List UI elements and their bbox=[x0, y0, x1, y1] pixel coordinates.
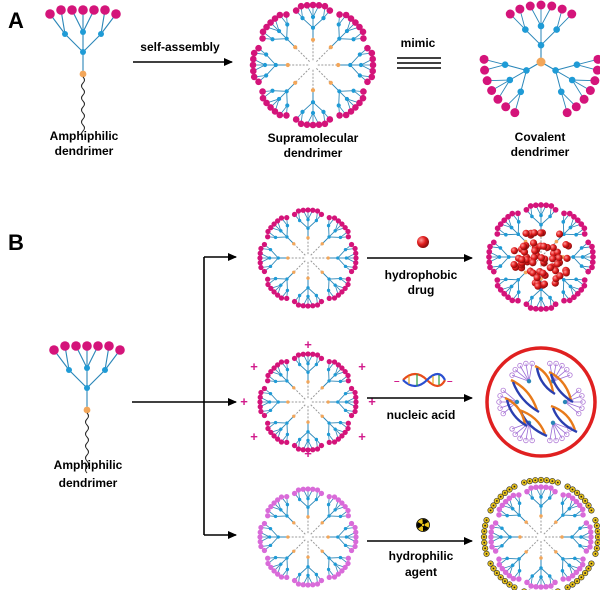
panel-b-label: B bbox=[8, 230, 24, 255]
drug-loaded-micelle bbox=[486, 202, 596, 312]
supramolecular-dendrimer-a bbox=[249, 1, 377, 129]
nucleic-acid-complex bbox=[485, 346, 597, 458]
supramolecular-caption-line2: dendrimer bbox=[284, 146, 343, 160]
mimic-equivalence-icon bbox=[397, 57, 441, 69]
amphiphilic-caption-b-line1: Amphiphilic bbox=[54, 458, 123, 472]
covalent-caption-line1: Covalent bbox=[515, 130, 566, 144]
covalent-caption-line2: dendrimer bbox=[511, 145, 570, 159]
svg-text:+: + bbox=[368, 394, 376, 409]
hydrophobic-drug-label-line2: drug bbox=[408, 283, 435, 297]
svg-text:+: + bbox=[358, 359, 366, 374]
amphiphilic-dendrimer-a bbox=[45, 5, 121, 138]
radiation-icon bbox=[416, 518, 430, 532]
svg-text:+: + bbox=[240, 394, 248, 409]
micelle-plain bbox=[257, 207, 359, 309]
svg-text:+: + bbox=[250, 429, 258, 444]
agent-loaded-micelle bbox=[480, 476, 600, 590]
amphiphilic-caption-a-line1: Amphiphilic bbox=[50, 129, 119, 143]
svg-text:+: + bbox=[358, 429, 366, 444]
self-assembly-label: self-assembly bbox=[140, 40, 220, 54]
panel-a-label: A bbox=[8, 8, 24, 33]
nucleic-acid-label: nucleic acid bbox=[387, 408, 456, 422]
hydrophilic-agent-label-line1: hydrophilic bbox=[389, 549, 454, 563]
micelle-hydrophilic-shell bbox=[257, 486, 359, 588]
micelle-cationic: + + + + + + + + bbox=[240, 337, 376, 461]
amphiphilic-caption-a-line2: dendrimer bbox=[55, 144, 114, 158]
amphiphilic-caption-b-line2: dendrimer bbox=[59, 476, 118, 490]
svg-text:+: + bbox=[304, 446, 312, 461]
dna-helix-icon: – – bbox=[394, 372, 453, 388]
covalent-dendrimer bbox=[479, 0, 600, 118]
red-sphere-icon bbox=[417, 236, 429, 248]
amphiphilic-dendrimer-b bbox=[49, 341, 125, 474]
svg-text:–: – bbox=[447, 376, 453, 387]
mimic-label: mimic bbox=[401, 36, 436, 50]
hydrophilic-agent-label-line2: agent bbox=[405, 565, 437, 579]
svg-text:+: + bbox=[250, 359, 258, 374]
hydrophobic-drug-label-line1: hydrophobic bbox=[385, 268, 458, 282]
svg-text:–: – bbox=[394, 376, 400, 387]
splitter-arrows bbox=[132, 253, 237, 539]
svg-text:+: + bbox=[304, 337, 312, 352]
supramolecular-caption-line1: Supramolecular bbox=[268, 131, 359, 145]
